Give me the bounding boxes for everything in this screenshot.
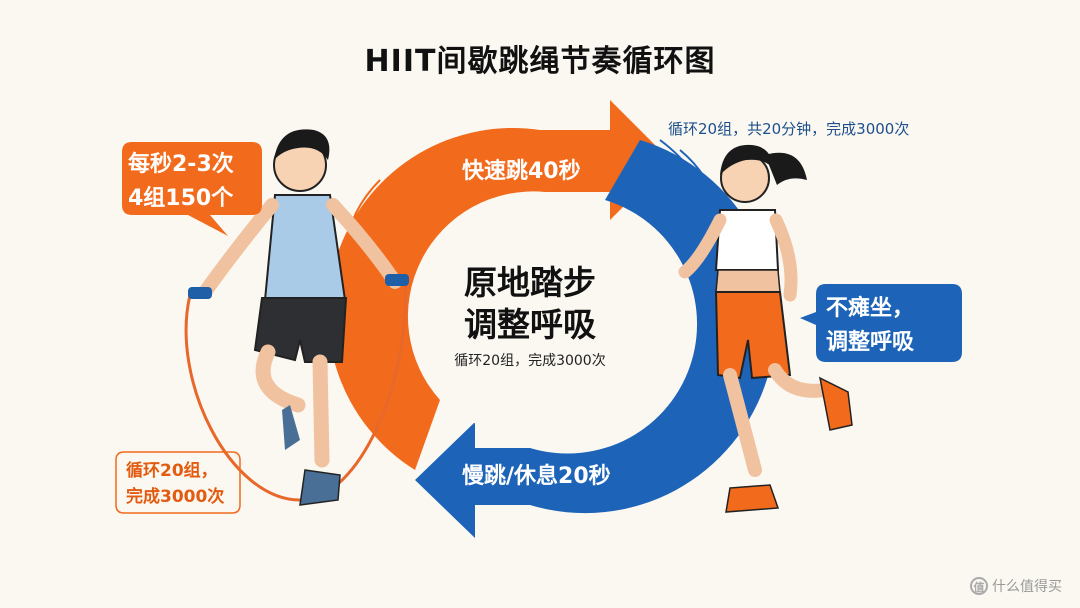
center-line-2: 调整呼吸 bbox=[464, 305, 596, 344]
left-note-outline bbox=[115, 451, 241, 514]
right-bubble-line-2: 调整呼吸 bbox=[826, 330, 915, 355]
left-note-line-1: 循环20组， bbox=[126, 461, 218, 481]
page-title: HIIT间歇跳绳节奏循环图 bbox=[364, 44, 716, 79]
cycle-arrows bbox=[327, 100, 776, 538]
left-bubble-line-2: 4组150个 bbox=[128, 186, 234, 211]
left-note-line-2: 完成3000次 bbox=[126, 487, 225, 507]
orange-arrow bbox=[327, 100, 670, 470]
left-bubble-line-1: 每秒2-3次 bbox=[128, 152, 234, 177]
slow-jump-label: 慢跳/休息20秒 bbox=[462, 464, 611, 489]
motion-lines bbox=[659, 139, 719, 211]
right-speech-bubble: 不瘫坐， 调整呼吸 bbox=[826, 292, 914, 360]
blue-arrow bbox=[415, 140, 776, 538]
right-bubble-line-1: 不瘫坐， bbox=[826, 296, 915, 321]
man-jumping-figure bbox=[184, 129, 409, 506]
left-bubble-shape bbox=[122, 142, 262, 236]
center-title: 原地踏步 调整呼吸 bbox=[425, 262, 635, 346]
watermark-logo-icon: 值 bbox=[970, 577, 988, 595]
right-bubble-shape bbox=[800, 284, 962, 362]
left-cycle-note: 循环20组， 完成3000次 bbox=[126, 458, 224, 510]
watermark-text: 什么值得买 bbox=[992, 579, 1062, 595]
fast-jump-label: 快速跳40秒 bbox=[462, 159, 581, 184]
top-right-note: 循环20组，共20分钟，完成3000次 bbox=[668, 120, 910, 138]
center-subtitle: 循环20组，完成3000次 bbox=[454, 353, 606, 369]
motion-lines-left bbox=[344, 179, 381, 251]
center-line-1: 原地踏步 bbox=[464, 263, 596, 302]
watermark: 值 什么值得买 bbox=[970, 576, 1062, 596]
woman-running-figure bbox=[678, 144, 853, 513]
left-speech-bubble: 每秒2-3次 4组150个 bbox=[128, 148, 234, 216]
